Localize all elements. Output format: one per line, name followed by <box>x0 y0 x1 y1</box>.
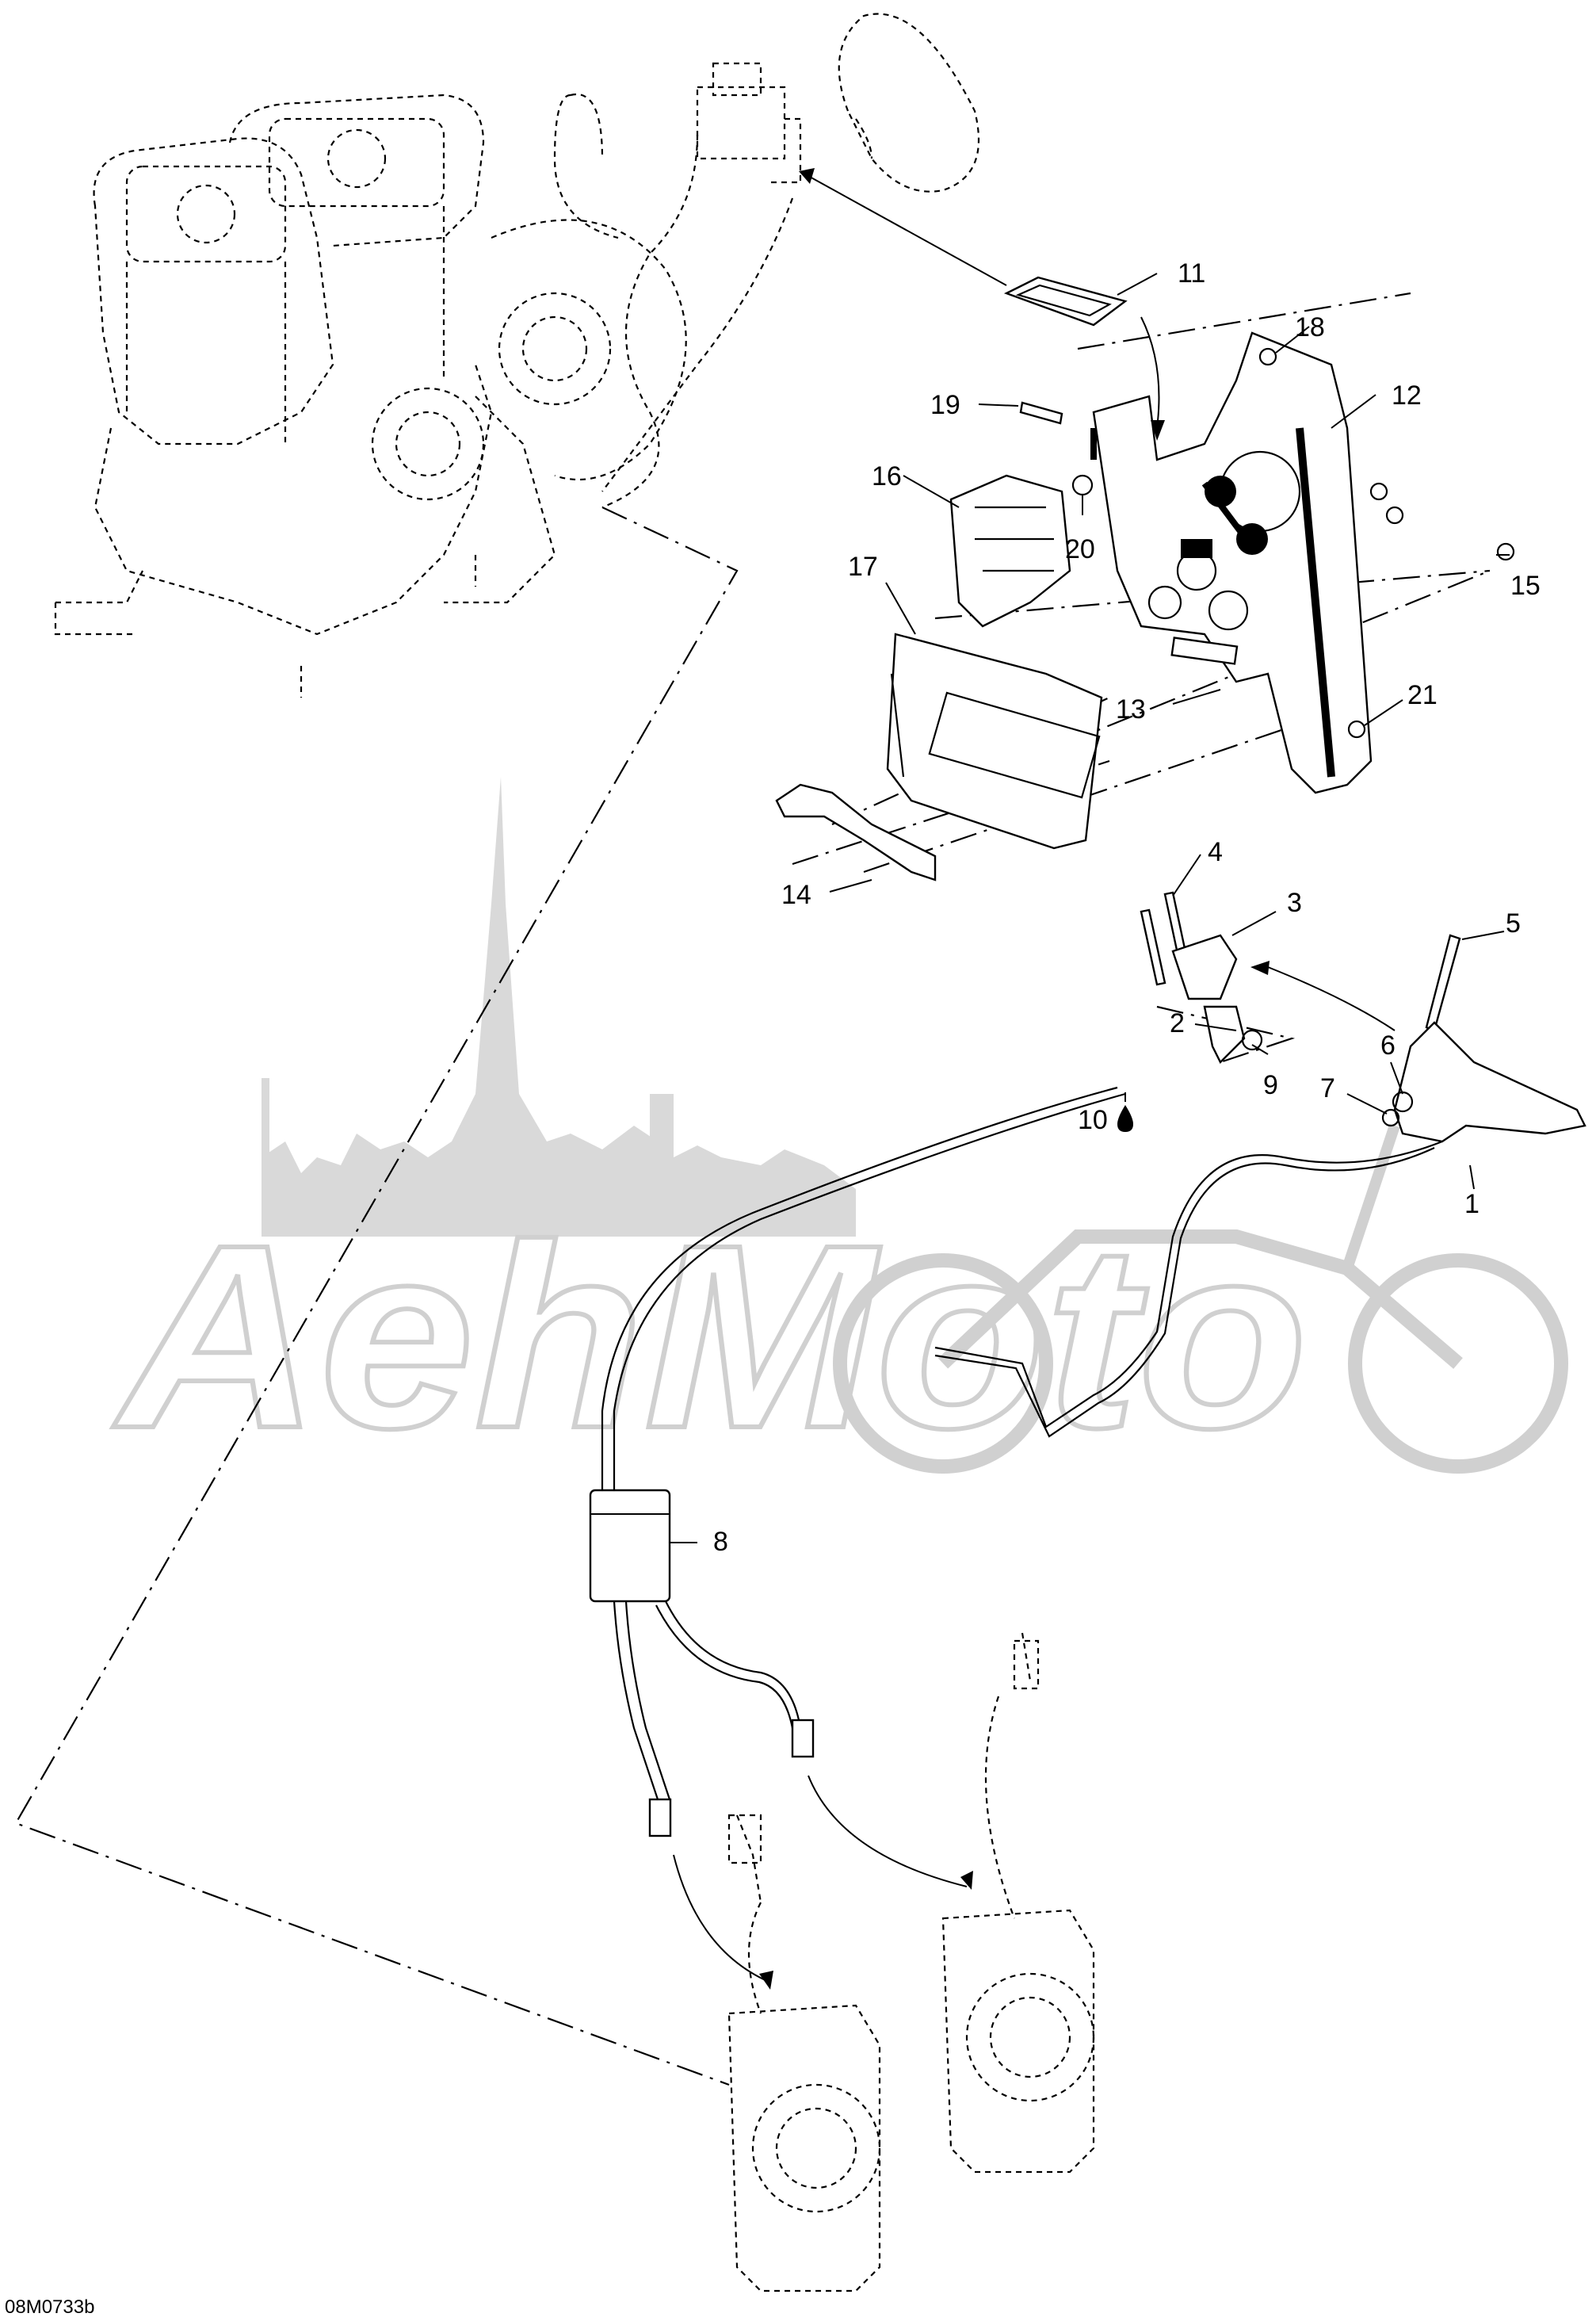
callout-18: 18 <box>1295 312 1325 342</box>
callout-8: 8 <box>713 1527 728 1557</box>
callout-labels: 1 2 3 4 5 6 7 8 9 10 11 12 13 14 15 16 1… <box>713 258 1541 1557</box>
callout-9: 9 <box>1263 1070 1278 1100</box>
callout-1: 1 <box>1464 1189 1480 1219</box>
callout-14: 14 <box>781 880 811 910</box>
callout-10: 10 <box>1078 1105 1108 1135</box>
watermark: AehMoto <box>108 777 1568 1485</box>
heat-shield <box>775 783 937 881</box>
carburetor-left <box>727 1814 881 2292</box>
callout-15: 15 <box>1510 571 1541 601</box>
engine-assembly <box>54 13 980 698</box>
arrow-gasket-to-connector <box>808 175 1007 286</box>
callout-21: 21 <box>1407 680 1438 710</box>
relay-module <box>949 474 1071 628</box>
callout-4: 4 <box>1208 837 1223 867</box>
callout-17: 17 <box>848 552 878 582</box>
watermark-skyline <box>262 777 856 1237</box>
callout-3: 3 <box>1287 888 1302 918</box>
callout-20: 20 <box>1065 534 1095 564</box>
lubricant-drop-icon <box>1117 1105 1133 1132</box>
fasteners-top <box>1019 347 1515 739</box>
callout-19: 19 <box>930 390 960 420</box>
gasket <box>1003 276 1165 441</box>
callout-2: 2 <box>1170 1008 1185 1038</box>
ecm-unit <box>886 633 1103 850</box>
callout-6: 6 <box>1380 1030 1396 1061</box>
callout-12: 12 <box>1392 380 1422 411</box>
callout-7: 7 <box>1320 1073 1335 1103</box>
document-id: 08M0733b <box>5 2296 94 2318</box>
carburetor-right <box>941 1632 1095 2174</box>
callout-leaders <box>670 273 1510 1543</box>
arrow-head-connector <box>799 168 815 184</box>
callout-13: 13 <box>1116 694 1146 725</box>
mounting-bracket <box>1090 331 1373 794</box>
throttle-assembly <box>589 891 1586 1990</box>
callout-16: 16 <box>872 461 902 491</box>
watermark-motorcycle <box>833 1123 1568 1474</box>
contact-plate <box>1170 637 1239 665</box>
callout-11: 11 <box>1178 258 1205 289</box>
callout-5: 5 <box>1506 908 1521 939</box>
